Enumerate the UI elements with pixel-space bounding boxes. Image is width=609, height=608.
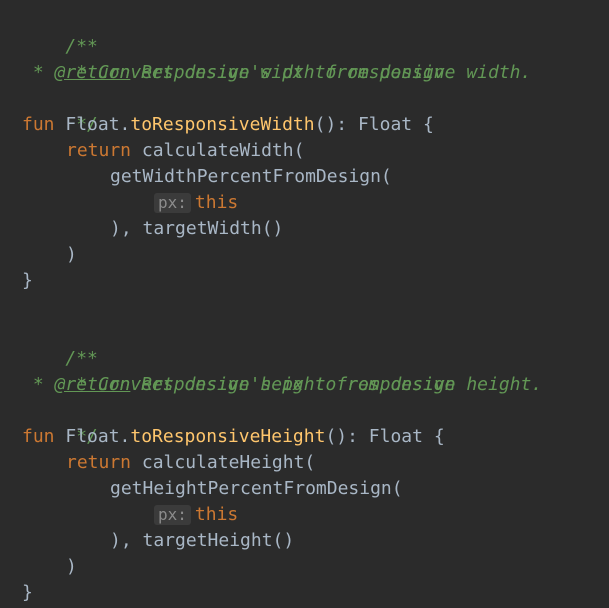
closing-brace: } bbox=[22, 270, 33, 291]
call-expression: calculateWidth( bbox=[131, 140, 305, 161]
function-name: toResponsiveWidth bbox=[130, 114, 315, 135]
closing-args: ), targetHeight() bbox=[110, 530, 295, 551]
doc-comment-close: */ bbox=[65, 114, 98, 135]
code-line-20: px:this bbox=[154, 502, 238, 528]
keyword-this: this bbox=[194, 504, 239, 525]
closing-paren: ) bbox=[66, 244, 77, 265]
doc-comment-star: * bbox=[22, 62, 55, 83]
doc-return-tag: @return bbox=[54, 374, 131, 395]
code-line-10: ) bbox=[66, 242, 77, 268]
keyword-this: this bbox=[194, 192, 239, 213]
code-line-16: */ bbox=[22, 398, 98, 447]
code-line-23: } bbox=[22, 580, 33, 606]
code-line-4: */ bbox=[22, 86, 98, 135]
keyword-fun: fun bbox=[22, 114, 55, 135]
keyword-return: return bbox=[66, 140, 132, 161]
receiver-type: Float. bbox=[54, 426, 131, 447]
keyword-fun: fun bbox=[22, 426, 55, 447]
code-line-1: /** bbox=[22, 8, 98, 57]
doc-comment-text: * Convert design's px to responsive widt… bbox=[65, 62, 532, 83]
doc-comment-star: * bbox=[22, 374, 55, 395]
code-line-8: px:this bbox=[154, 190, 238, 216]
code-line-17: fun Float.toResponsiveHeight(): Float { bbox=[22, 424, 445, 450]
keyword-return: return bbox=[66, 452, 132, 473]
code-line-13: /** bbox=[22, 320, 98, 369]
call-expression: calculateHeight( bbox=[131, 452, 316, 473]
signature-rest: (): Float { bbox=[314, 114, 434, 135]
code-line-22: ) bbox=[66, 554, 77, 580]
doc-comment-text: Responsive height from design bbox=[130, 374, 456, 395]
parameter-hint: px: bbox=[154, 193, 191, 213]
inner-call-expression: getHeightPercentFromDesign( bbox=[110, 478, 403, 499]
doc-comment-open: /** bbox=[65, 36, 98, 57]
doc-comment-text: * Convert design's px to responsive heig… bbox=[65, 374, 543, 395]
code-line-11: } bbox=[22, 268, 33, 294]
closing-paren: ) bbox=[66, 556, 77, 577]
code-line-2: * Convert design's px to responsive widt… bbox=[22, 34, 531, 83]
closing-args: ), targetWidth() bbox=[110, 218, 284, 239]
doc-comment-text: Responsive width from design bbox=[130, 62, 445, 83]
doc-comment-open: /** bbox=[65, 348, 98, 369]
code-line-6: return calculateWidth( bbox=[66, 138, 304, 164]
receiver-type: Float. bbox=[54, 114, 131, 135]
code-line-15: * @return Responsive height from design bbox=[22, 372, 456, 398]
doc-comment-close: */ bbox=[65, 426, 98, 447]
closing-brace: } bbox=[22, 582, 33, 603]
code-line-3: * @return Responsive width from design bbox=[22, 60, 445, 86]
doc-return-tag: @return bbox=[54, 62, 131, 83]
parameter-hint: px: bbox=[154, 505, 191, 525]
code-line-18: return calculateHeight( bbox=[66, 450, 315, 476]
code-line-19: getHeightPercentFromDesign( bbox=[110, 476, 403, 502]
signature-rest: (): Float { bbox=[325, 426, 445, 447]
inner-call-expression: getWidthPercentFromDesign( bbox=[110, 166, 392, 187]
code-line-21: ), targetHeight() bbox=[110, 528, 294, 554]
code-line-5: fun Float.toResponsiveWidth(): Float { bbox=[22, 112, 434, 138]
code-line-14: * Convert design's px to responsive heig… bbox=[22, 346, 542, 395]
code-line-9: ), targetWidth() bbox=[110, 216, 283, 242]
function-name: toResponsiveHeight bbox=[130, 426, 326, 447]
code-line-7: getWidthPercentFromDesign( bbox=[110, 164, 392, 190]
